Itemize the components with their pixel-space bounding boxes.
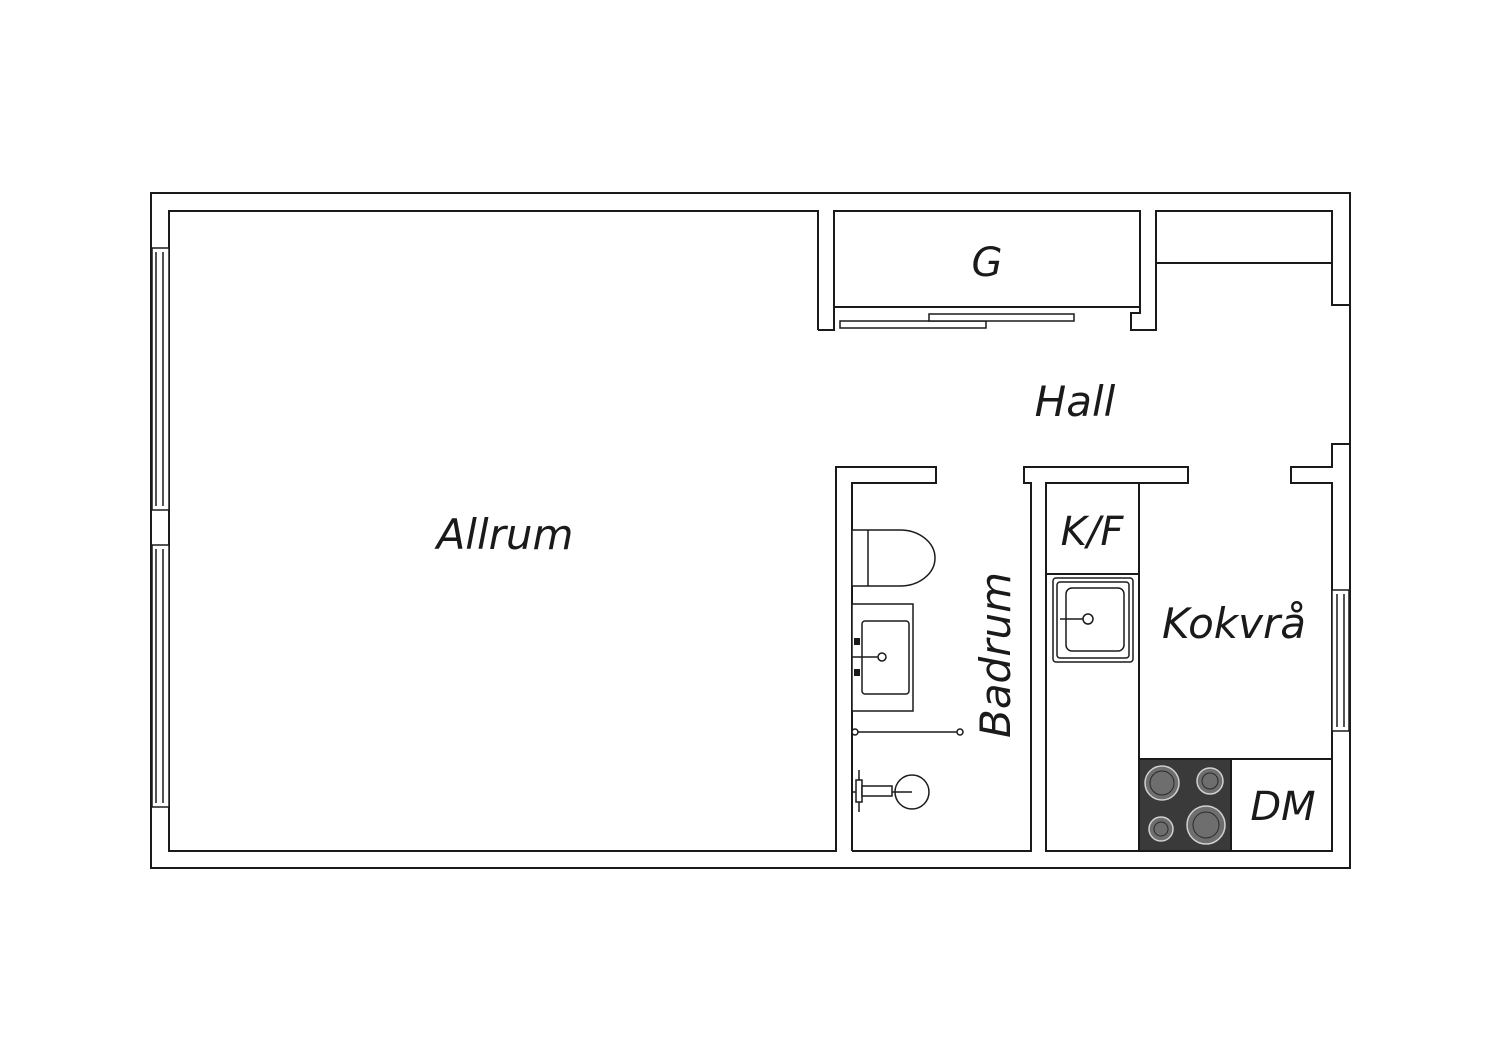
room-label-hall: Hall	[1035, 377, 1116, 426]
room-label-allrum: Allrum	[434, 510, 574, 559]
room-label-diskmaskin: DM	[1250, 784, 1315, 830]
allrum-wall	[168, 210, 937, 852]
room-label-kokvra: Kokvrå	[1162, 599, 1306, 648]
outer-wall	[150, 192, 1351, 869]
toilet	[851, 529, 936, 587]
kitchen-right-wall	[852, 443, 1350, 852]
room-label-badrum: Badrum	[971, 572, 1020, 738]
stove	[1138, 758, 1232, 852]
window-left-upper	[151, 247, 170, 511]
window-kitchen	[1331, 589, 1350, 732]
room-label-kyl-frys: K/F	[1061, 509, 1125, 555]
kitchen-counter	[1046, 573, 1332, 760]
shower-rod	[851, 728, 964, 736]
shower	[852, 770, 930, 812]
kitchen-sink	[1052, 577, 1134, 663]
room-label-garderob: G	[972, 240, 1003, 286]
wardrobe-wall	[818, 210, 1350, 331]
wardrobe-sliding-door-1	[839, 320, 987, 329]
wardrobe-sliding-door-2	[928, 313, 1075, 322]
bathroom-sink	[851, 603, 914, 712]
window-left-lower	[151, 544, 170, 808]
